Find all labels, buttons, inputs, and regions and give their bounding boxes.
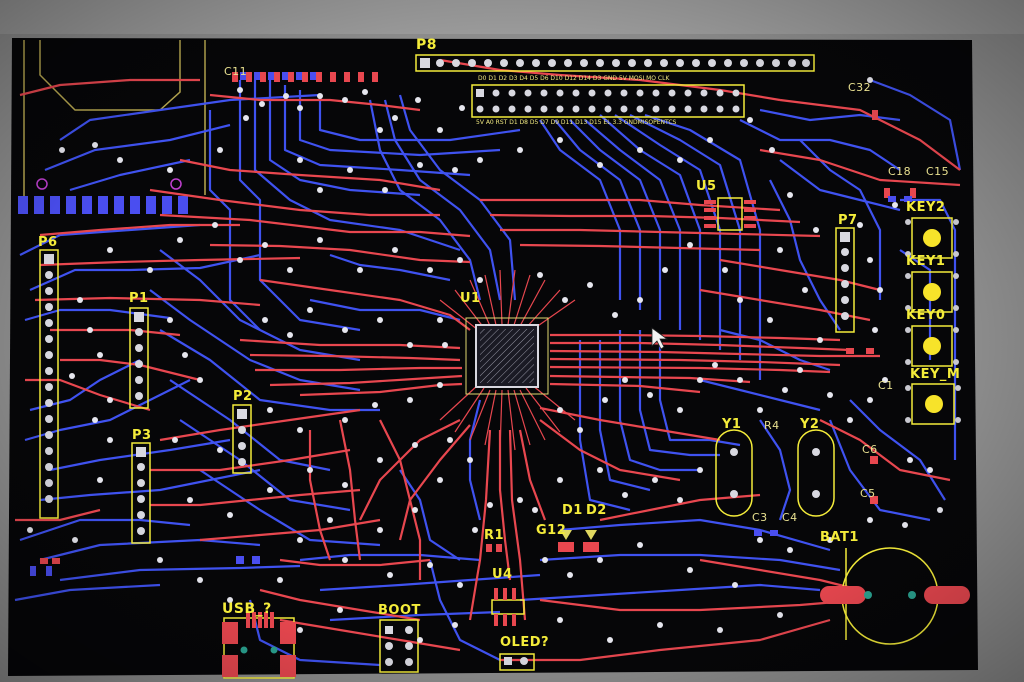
- p6-label: P6: [38, 235, 58, 250]
- u5-label: U5: [696, 179, 717, 194]
- bat1-label: BAT1: [820, 530, 859, 545]
- key0-label: KEY0: [906, 308, 946, 323]
- c11-label: C11: [224, 65, 248, 78]
- g12-label: G12: [536, 523, 567, 538]
- d1-label: D1: [562, 503, 583, 518]
- oled-label: OLED?: [500, 635, 550, 650]
- boot-label: BOOT: [378, 603, 421, 618]
- p7-label: P7: [838, 213, 858, 228]
- r1-label: R1: [484, 528, 505, 543]
- y2-label: Y2: [800, 417, 820, 432]
- u4-label: U4: [492, 567, 513, 582]
- key-m-label: KEY_M: [910, 367, 961, 382]
- c15-label: C15: [926, 165, 950, 178]
- c1-label: C1: [878, 379, 894, 392]
- d2-label: D2: [586, 503, 607, 518]
- key2-label: KEY2: [906, 200, 946, 215]
- r4-label: R4: [764, 419, 780, 432]
- c5-label: C5: [860, 487, 876, 500]
- c4-label: C4: [782, 511, 798, 524]
- header-row2-labels: 5V A0 RST D1 D8 D5 D7 D9 D11 D13 D15 EL …: [476, 119, 677, 126]
- usb-label: USB_?: [222, 601, 272, 617]
- u1-label: U1: [460, 291, 481, 306]
- header-row1-labels: D0 D1 D2 D3 D4 D5 D6 D10 D12 D14 D3 GND …: [478, 75, 670, 82]
- p2-label: P2: [233, 389, 253, 404]
- c3-label: C3: [752, 511, 768, 524]
- p8-label: P8: [416, 37, 438, 53]
- p3-label: P3: [132, 428, 152, 443]
- key1-label: KEY1: [906, 254, 946, 269]
- c6-label: C6: [862, 443, 878, 456]
- y1-label: Y1: [722, 417, 742, 432]
- p1-label: P1: [129, 291, 149, 306]
- c18-label: C18: [888, 165, 912, 178]
- c32-label: C32: [848, 81, 872, 94]
